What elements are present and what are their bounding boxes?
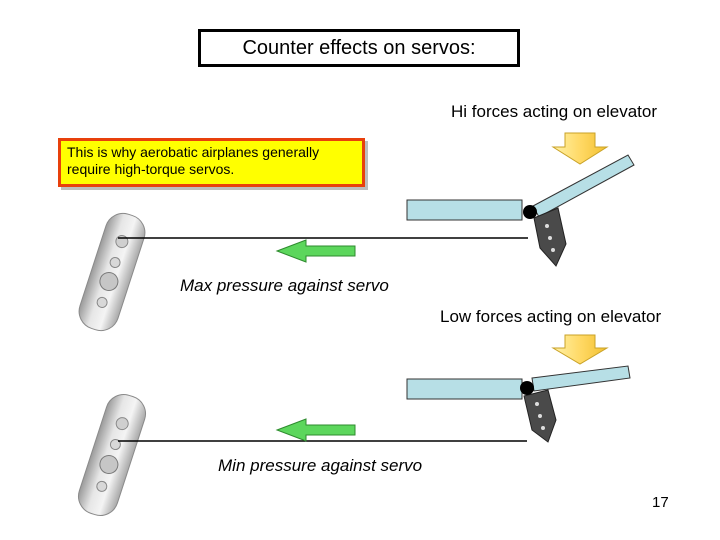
stabilizer-bottom — [406, 378, 523, 400]
max-emphasis: Max — [180, 276, 213, 295]
green-arrow-top — [275, 239, 356, 263]
servo-arm-top — [78, 212, 146, 332]
force-arrow-top — [551, 132, 609, 165]
hinge-pivot-bottom — [520, 381, 534, 395]
min-pressure-text: pressure against servo — [245, 456, 423, 475]
elevator-bottom — [531, 365, 631, 392]
hinge-pivot-top — [523, 205, 537, 219]
min-pressure-label: Min pressure against servo — [218, 456, 422, 476]
low-force-label: Low forces acting on elevator — [440, 307, 662, 326]
servo-arm-bottom — [78, 394, 146, 516]
page-number: 17 — [652, 494, 669, 511]
min-emphasis: Min — [218, 456, 246, 475]
slide-title: Counter effects on servos: — [198, 29, 520, 67]
elevator-top — [532, 154, 635, 218]
green-arrow-bottom — [275, 418, 356, 442]
hi-force-label: Hi forces acting on elevator — [451, 102, 657, 121]
force-arrow-bottom — [551, 334, 609, 365]
note-box: This is why aerobatic airplanes generall… — [58, 138, 365, 187]
max-pressure-text: pressure against servo — [212, 276, 389, 295]
note-text: This is why aerobatic airplanes generall… — [67, 144, 320, 177]
max-pressure-label: Max pressure against servo — [180, 276, 389, 296]
title-text: Counter effects on servos: — [242, 36, 476, 59]
stabilizer-top — [406, 199, 523, 221]
